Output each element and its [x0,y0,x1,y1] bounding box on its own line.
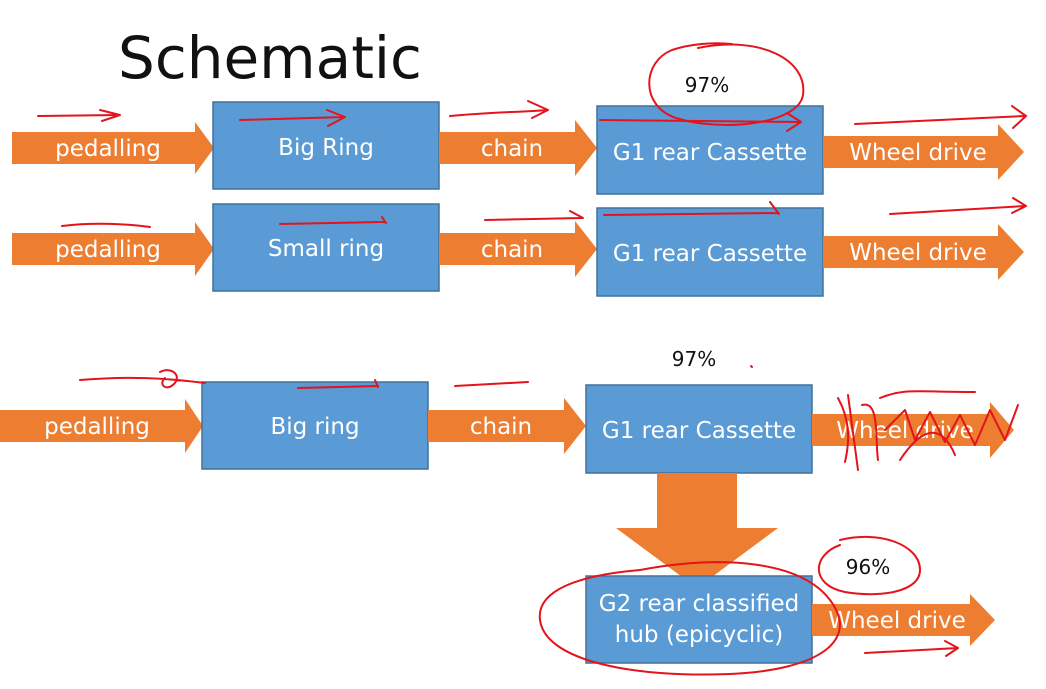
hub-label-line1: G2 rear classified [599,591,799,617]
row1-input-arrow [12,122,214,174]
row2-chain-arrow [439,221,597,277]
annot-row3-ring [297,379,379,389]
annot-circle-97 [648,42,805,126]
row1-ring-box [212,101,440,190]
annot-row1-input [37,109,121,122]
row3-output-label: Wheel drive [836,418,974,444]
hub-output-arrow [812,594,995,646]
down-arrow [616,473,778,588]
row2-ring-label: Small ring [268,236,384,262]
annot-row3-scribble [837,390,1019,471]
annot-row2-chain [484,210,584,221]
row-3: pedalling Big ring chain G1 rear Cassett… [0,347,1014,474]
row2-input-label: pedalling [55,237,161,263]
row1-output-arrow [823,124,1024,180]
annot-row1-chain [449,100,549,119]
annot-row2-input [61,222,151,228]
slide-title: Schematic [118,24,422,92]
annot-row2-ring [279,216,387,225]
annot-row3-chain [454,381,529,387]
row2-ring-box [212,203,440,292]
row2-output-arrow [823,224,1024,280]
hub-efficiency: 96% [846,555,890,579]
row3-chain-label: chain [470,414,532,440]
annot-hub-output [864,640,959,657]
row3-output-arrow [812,402,1014,458]
annot-hub-circle [538,561,841,676]
row2-cassette-label: G1 rear Cassette [613,241,807,267]
hub-label-line2: hub (epicyclic) [615,622,783,648]
row3-ring-label: Big ring [270,414,359,440]
annot-96-circle [817,535,921,596]
row3-cassette-box [585,384,813,474]
row3-input-label: pedalling [44,414,150,440]
row2-chain-label: chain [481,237,543,263]
annot-row3-dot [750,365,753,368]
annot-row3-input [79,369,206,389]
hub-box [585,575,813,664]
row1-ring-label: Big Ring [278,135,374,161]
red-annotations [37,42,1027,676]
row3-cassette-label: G1 rear Cassette [602,418,796,444]
annot-row1-ring [239,109,346,127]
row1-cassette-label: G1 rear Cassette [613,140,807,166]
row3-efficiency: 97% [672,347,716,371]
row1-efficiency: 97% [685,73,729,97]
annot-row2-cassette [603,201,780,216]
row2-input-arrow [12,222,214,276]
row-1: pedalling Big Ring chain G1 rear Cassett… [12,73,1024,195]
annot-row1-cassette [599,112,802,132]
row1-chain-arrow [439,120,597,176]
annot-row1-output [854,105,1027,129]
hub-output-label: Wheel drive [828,608,966,634]
row2-cassette-box [596,207,824,297]
row3-input-arrow [0,399,203,453]
row2-output-label: Wheel drive [849,240,987,266]
row1-input-label: pedalling [55,136,161,162]
row1-output-label: Wheel drive [849,140,987,166]
annot-row2-output [889,197,1027,215]
hub-branch: G2 rear classified hub (epicyclic) Wheel… [585,473,995,664]
row1-chain-label: chain [481,136,543,162]
row3-chain-arrow [428,398,586,454]
row-2: pedalling Small ring chain G1 rear Casse… [12,203,1024,297]
